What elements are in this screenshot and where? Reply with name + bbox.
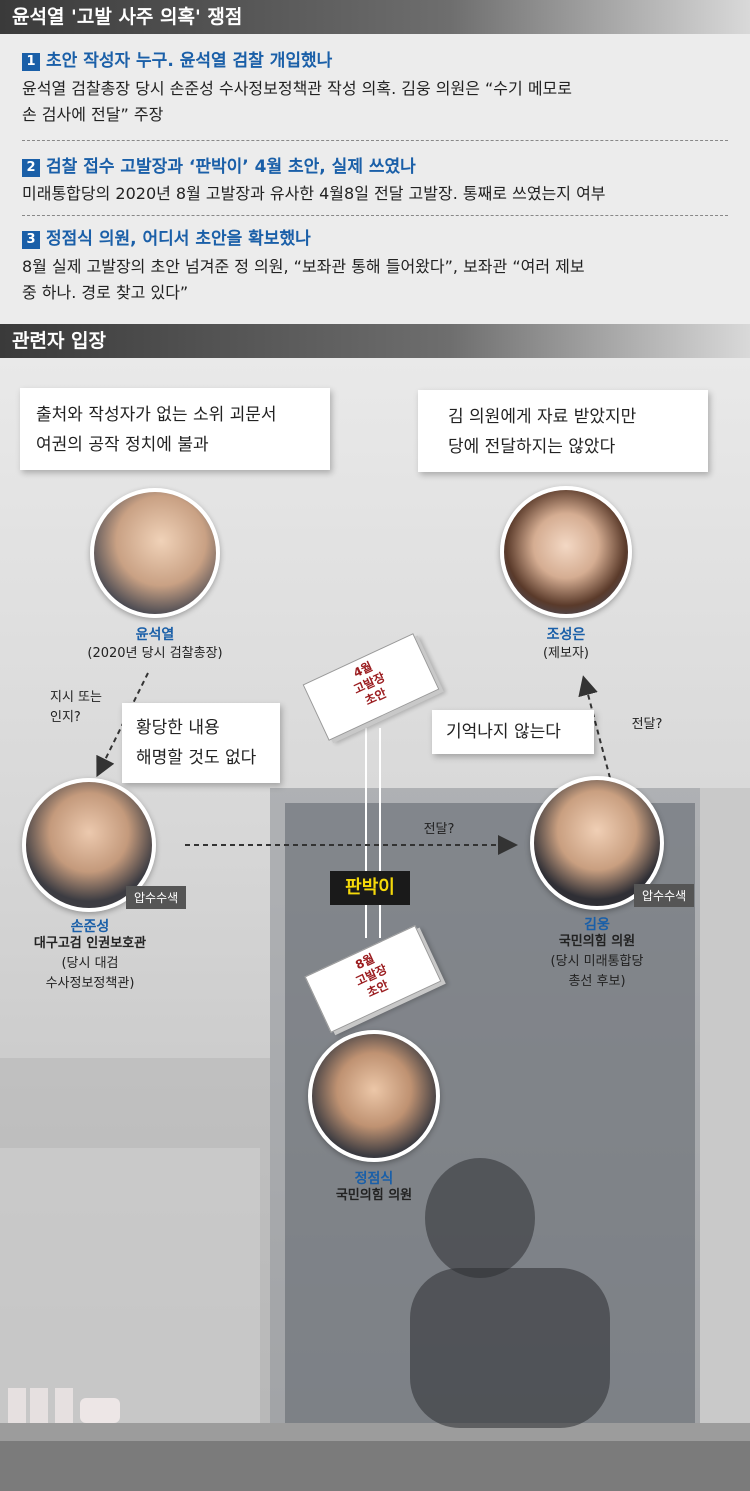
kim-quote-bubble: 기억나지 않는다: [432, 710, 594, 754]
identical-label: 판박이: [330, 871, 410, 905]
issue-number-badge: 2: [22, 159, 40, 177]
issue-body-line: 미래통합당의 2020년 8월 고발장과 유사한 4월8일 전달 고발장. 통째…: [22, 184, 606, 203]
quote-line: 김 의원에게 자료 받았지만: [448, 407, 637, 427]
quote-line: 여권의 공작 정치에 불과: [36, 435, 209, 455]
kim-avatar: [530, 776, 664, 910]
arrow-label-kim-cho: 전달?: [631, 717, 663, 732]
son-quote-bubble: 황당한 내용 해명할 것도 없다: [122, 703, 280, 783]
divider: [22, 140, 728, 141]
quote-line: 황당한 내용: [136, 718, 220, 738]
issue-body-line: 윤석열 검찰총장 당시 손준성 수사정보정책관 작성 의혹. 김웅 의원은 “수…: [22, 79, 572, 98]
issue-body-line: 손 검사에 전달” 주장: [22, 105, 164, 124]
issue-number-badge: 3: [22, 231, 40, 249]
issue-body-line: 8월 실제 고발장의 초안 넘겨준 정 의원, “보좌관 통해 들어왔다”, 보…: [22, 257, 585, 276]
cho-name: 조성은: [546, 627, 586, 643]
issue-1-title: 1 초안 작성자 누구. 윤석열 검찰 개입했나: [22, 46, 332, 71]
kim-name: 김웅: [584, 917, 610, 933]
issue-2-body: 미래통합당의 2020년 8월 고발장과 유사한 4월8일 전달 고발장. 통째…: [22, 181, 732, 207]
desc-line: 총선 후보): [568, 974, 626, 989]
issue-title-text: 검찰 접수 고발장과 ‘판박이’ 4월 초안, 실제 쓰였나: [46, 157, 416, 177]
quote-line: 당에 전달하지는 않았다: [448, 437, 616, 457]
son-name: 손준성: [70, 919, 110, 935]
issue-3-body: 8월 실제 고발장의 초안 넘겨준 정 의원, “보좌관 통해 들어왔다”, 보…: [22, 254, 732, 306]
son-desc: (당시 대검 수사정보정책관): [20, 954, 160, 994]
kim-desc-title: 국민의힘 의원: [558, 934, 636, 949]
yoon-quote-bubble: 출처와 작성자가 없는 소위 괴문서 여권의 공작 정치에 불과: [20, 388, 330, 470]
cho-quote-bubble: 김 의원에게 자료 받았지만 당에 전달하지는 않았다: [418, 390, 708, 472]
quote-line: 해명할 것도 없다: [136, 748, 257, 768]
divider: [22, 215, 728, 216]
jung-desc-title: 국민의힘 의원: [335, 1188, 413, 1203]
son-desc-title: 대구고검 인권보호관: [33, 936, 147, 951]
cho-desc: (제보자): [542, 646, 590, 661]
issue-title-text: 정점식 의원, 어디서 초안을 확보했나: [46, 229, 311, 249]
arrow-label-directive: 지시 또는 인지?: [50, 688, 130, 728]
issue-title-text: 초안 작성자 누구. 윤석열 검찰 개입했나: [46, 51, 333, 71]
yoon-desc: (2020년 당시 검찰총장): [87, 646, 223, 661]
arrow-label-son-kim: 전달?: [423, 822, 455, 837]
desc-line: 수사정보정책관): [45, 976, 135, 991]
desc-line: (당시 미래통합당: [550, 954, 644, 969]
quote-line: 기억나지 않는다: [446, 722, 561, 742]
jung-name: 정점식: [354, 1171, 394, 1187]
issue-number-badge: 1: [22, 53, 40, 71]
cho-avatar: [500, 486, 632, 618]
arrow-label-line: 인지?: [50, 710, 81, 725]
scene-background: [0, 672, 750, 1491]
kim-seizure-badge: 압수수색: [634, 884, 695, 907]
issue-1-body: 윤석열 검찰총장 당시 손준성 수사정보정책관 작성 의혹. 김웅 의원은 “수…: [22, 76, 732, 128]
section-header-issues: 윤석열 '고발 사주 의혹' 쟁점: [0, 0, 750, 34]
arrow-label-line: 지시 또는: [50, 690, 102, 705]
section-header-stances: 관련자 입장: [0, 324, 750, 358]
kim-desc: (당시 미래통합당 총선 후보): [520, 952, 674, 992]
desc-line: (당시 대검: [61, 956, 119, 971]
jung-avatar: [308, 1030, 440, 1162]
issue-body-line: 중 하나. 경로 찾고 있다”: [22, 283, 189, 302]
yoon-name: 윤석열: [135, 627, 175, 643]
yoon-avatar: [90, 488, 220, 618]
son-seizure-badge: 압수수색: [126, 886, 187, 909]
issue-2-title: 2 검찰 접수 고발장과 ‘판박이’ 4월 초안, 실제 쓰였나: [22, 152, 416, 177]
stances-scene: 출처와 작성자가 없는 소위 괴문서 여권의 공작 정치에 불과 김 의원에게 …: [0, 358, 750, 1491]
quote-line: 출처와 작성자가 없는 소위 괴문서: [36, 405, 277, 425]
issue-3-title: 3 정점식 의원, 어디서 초안을 확보했나: [22, 224, 311, 249]
